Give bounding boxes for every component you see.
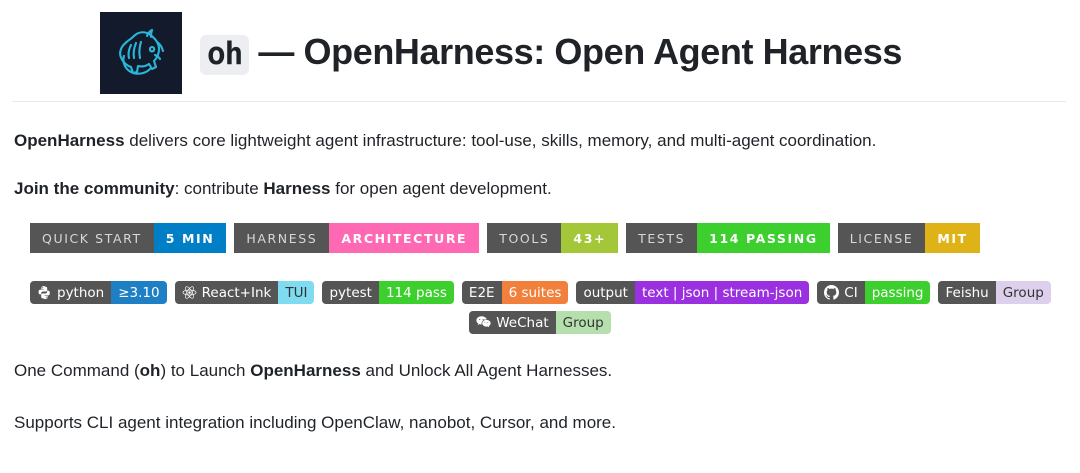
intro-strong: OpenHarness: [14, 131, 125, 150]
one-command-strong: OpenHarness: [250, 361, 361, 380]
one-command-a: One Command (: [14, 361, 140, 380]
header-divider: [12, 101, 1066, 102]
badge-label-text: React+Ink: [201, 284, 272, 301]
page-title-text: — OpenHarness: Open Agent Harness: [258, 31, 902, 72]
badge-value: ≥3.10: [111, 281, 167, 304]
badge-label: E2E: [461, 281, 502, 304]
badge-label: HARNESS: [234, 223, 330, 253]
badge-value: 5 MIN: [153, 223, 227, 253]
badge-value: 114 pass: [378, 281, 454, 304]
intro-paragraph: OpenHarness delivers core lightweight ag…: [14, 128, 1080, 154]
badge-label: output: [576, 281, 635, 304]
badge-label: TESTS: [626, 223, 698, 253]
openharness-horse-logo-icon: [100, 12, 182, 94]
page-header: oh — OpenHarness: Open Agent Harness: [0, 0, 1080, 94]
page-title-code-token: oh: [200, 35, 250, 75]
badge-label-text: E2E: [468, 284, 495, 301]
badge-e2e[interactable]: E2E 6 suites: [461, 281, 569, 304]
community-paragraph: Join the community: contribute Harness f…: [14, 176, 1080, 202]
badge-value: passing: [864, 281, 931, 304]
badge-label-text: CI: [844, 284, 858, 301]
badge-python[interactable]: python ≥3.10: [30, 281, 167, 304]
badge-value: 114 PASSING: [697, 223, 830, 253]
badge-label-text: output: [583, 284, 628, 301]
community-strong-2: Harness: [263, 178, 331, 198]
badge-ci[interactable]: CI passing: [817, 281, 931, 304]
badge-row-tertiary: WeChat Group: [0, 311, 1080, 334]
community-strong: Join the community: [14, 178, 175, 198]
wechat-icon: [476, 315, 491, 330]
one-command-c: and Unlock All Agent Harnesses.: [360, 361, 613, 380]
badge-label-text: WeChat: [496, 314, 549, 331]
badge-value: Group: [995, 281, 1051, 304]
intro-text: delivers core lightweight agent infrastr…: [124, 131, 877, 150]
badge-label: Feishu: [938, 281, 996, 304]
badge-label: React+Ink: [174, 281, 279, 304]
badge-output[interactable]: output text | json | stream-json: [576, 281, 810, 304]
badge-label: TOOLS: [487, 223, 562, 253]
badge-label-text: Feishu: [945, 284, 989, 301]
python-icon: [37, 285, 52, 300]
badge-feishu[interactable]: Feishu Group: [938, 281, 1051, 304]
badge-value: text | json | stream-json: [634, 281, 810, 304]
badge-value: ARCHITECTURE: [329, 223, 480, 253]
badge-label-text: pytest: [329, 284, 372, 301]
react-icon: [182, 285, 197, 300]
badge-value: TUI: [278, 281, 315, 304]
community-rest: for open agent development.: [330, 178, 552, 198]
badge-value: 6 suites: [501, 281, 569, 304]
badge-label: CI: [817, 281, 865, 304]
badge-wechat[interactable]: WeChat Group: [469, 311, 611, 334]
one-command-b: ) to Launch: [160, 361, 251, 380]
badge-label: pytest: [322, 281, 379, 304]
badge-value: Group: [555, 311, 611, 334]
badge-pytest[interactable]: pytest 114 pass: [322, 281, 454, 304]
badge-label: QUICK START: [30, 223, 154, 253]
badge-value: 43+: [561, 223, 619, 253]
badge-react-ink[interactable]: React+Ink TUI: [174, 281, 315, 304]
badge-value: MIT: [925, 223, 980, 253]
cli-support-paragraph: Supports CLI agent integration including…: [14, 412, 616, 432]
github-icon: [824, 285, 840, 300]
badge-label: python: [30, 281, 112, 304]
badge-label-text: python: [57, 284, 105, 301]
badge-label: WeChat: [469, 311, 556, 334]
one-command-paragraph: One Command (oh) to Launch OpenHarness a…: [14, 358, 1080, 384]
one-command-code: oh: [139, 361, 161, 380]
badge-label: LICENSE: [837, 223, 926, 253]
page-title: oh — OpenHarness: Open Agent Harness: [200, 31, 902, 75]
badge-row-secondary: python ≥3.10 React+Ink TUI pytest 114 pass E2E…: [30, 281, 1080, 304]
community-mid: : contribute: [174, 178, 264, 198]
